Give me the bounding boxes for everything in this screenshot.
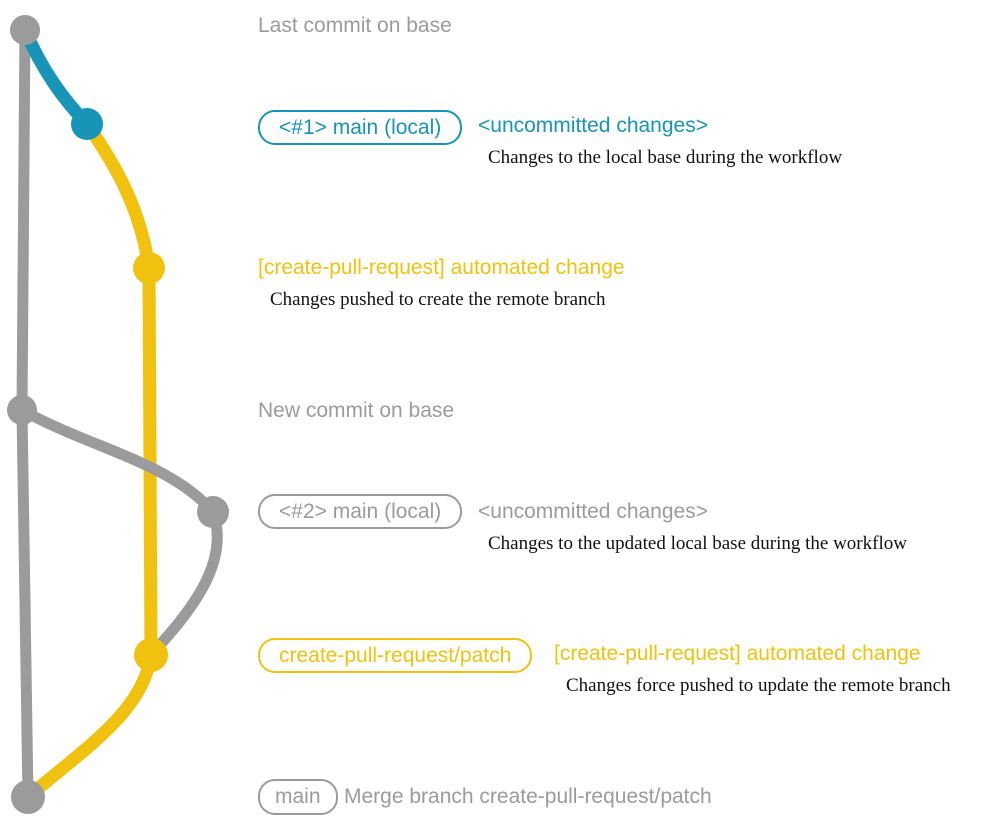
commit-message-merge: Merge branch create-pull-request/patch <box>344 785 712 808</box>
note-local-base-changes-1: Changes to the local base during the wor… <box>488 147 843 168</box>
commit-node-merge <box>11 780 45 814</box>
commit-node-base-last <box>10 15 40 45</box>
commit-node-local-1 <box>71 108 103 140</box>
note-pushed-create-branch: Changes pushed to create the remote bran… <box>270 289 606 310</box>
pr-merge-edge <box>21 648 158 804</box>
branch-graph-canvas <box>7 15 229 814</box>
branch-pill-main-local-2: <#2> main (local) <box>258 494 463 529</box>
branch-pill-main-local-1: <#1> main (local) <box>258 110 463 145</box>
commit-node-automated-1 <box>133 252 165 284</box>
label-new-commit-on-base: New commit on base <box>258 399 455 422</box>
commit-node-local-2 <box>197 496 229 528</box>
commit-message-automated-1: [create-pull-request] automated change <box>258 256 625 279</box>
commit-message-uncommitted-2: <uncommitted changes> <box>478 500 708 523</box>
branch-pill-main: main <box>258 779 338 815</box>
local-changes-edge <box>18 23 94 131</box>
rebase-edge-in <box>145 506 223 661</box>
commit-message-automated-2: [create-pull-request] automated change <box>554 642 921 665</box>
label-last-commit-on-base: Last commit on base <box>258 14 452 37</box>
commit-node-base-new <box>7 395 37 425</box>
commit-node-automated-2 <box>134 638 168 672</box>
branch-pill-create-pull-request-patch: create-pull-request/patch <box>258 638 533 673</box>
pr-branch-edge-top <box>80 117 156 275</box>
note-force-pushed-update-branch: Changes force pushed to update the remot… <box>566 675 951 696</box>
note-local-base-changes-2: Changes to the updated local base during… <box>488 533 907 554</box>
rebase-edge-out <box>16 404 219 518</box>
commit-message-uncommitted-1: <uncommitted changes> <box>478 114 708 137</box>
